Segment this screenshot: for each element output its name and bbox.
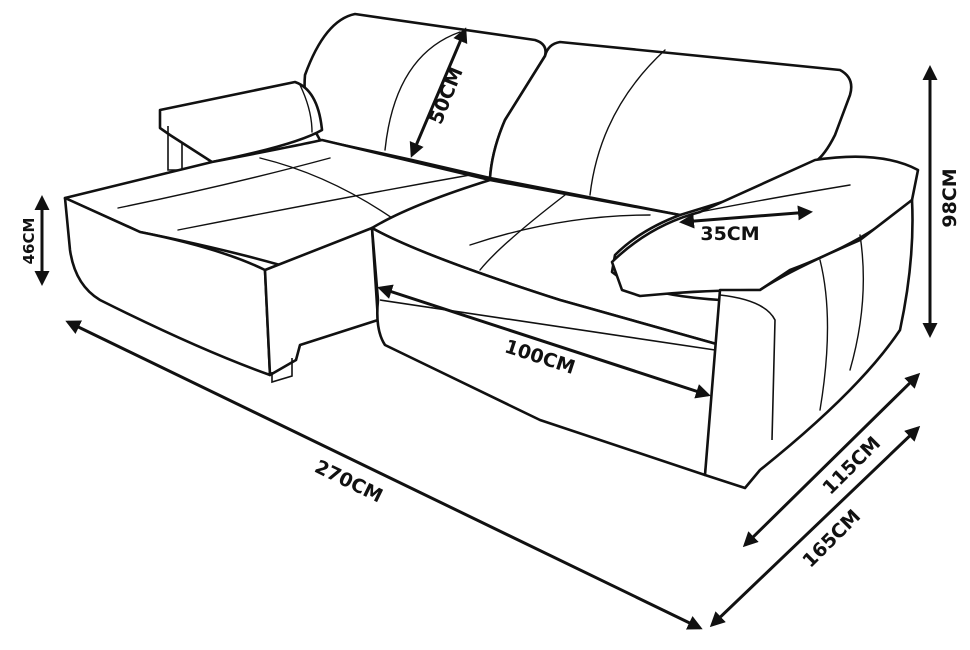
right-backrest: [488, 40, 853, 217]
corner-sofa-drawing: [63, 12, 920, 490]
seat-width-dimension-line: [377, 284, 711, 399]
armrest-width-dimension-line: [679, 205, 813, 229]
depth-sofa-label: 115CM: [818, 432, 885, 499]
length-dimension-line: [65, 320, 703, 630]
back-height-dimension-line: [409, 27, 468, 158]
dimension-lines: [34, 27, 938, 630]
armrest-width-label: 35CM: [700, 223, 759, 245]
length-label: 270CM: [311, 456, 386, 508]
height-label: 98CM: [939, 168, 961, 227]
depth-chaise-label: 165CM: [798, 505, 865, 572]
seat-height-label: 46CM: [20, 218, 38, 265]
depth-sofa-dimension-line: [742, 372, 921, 548]
